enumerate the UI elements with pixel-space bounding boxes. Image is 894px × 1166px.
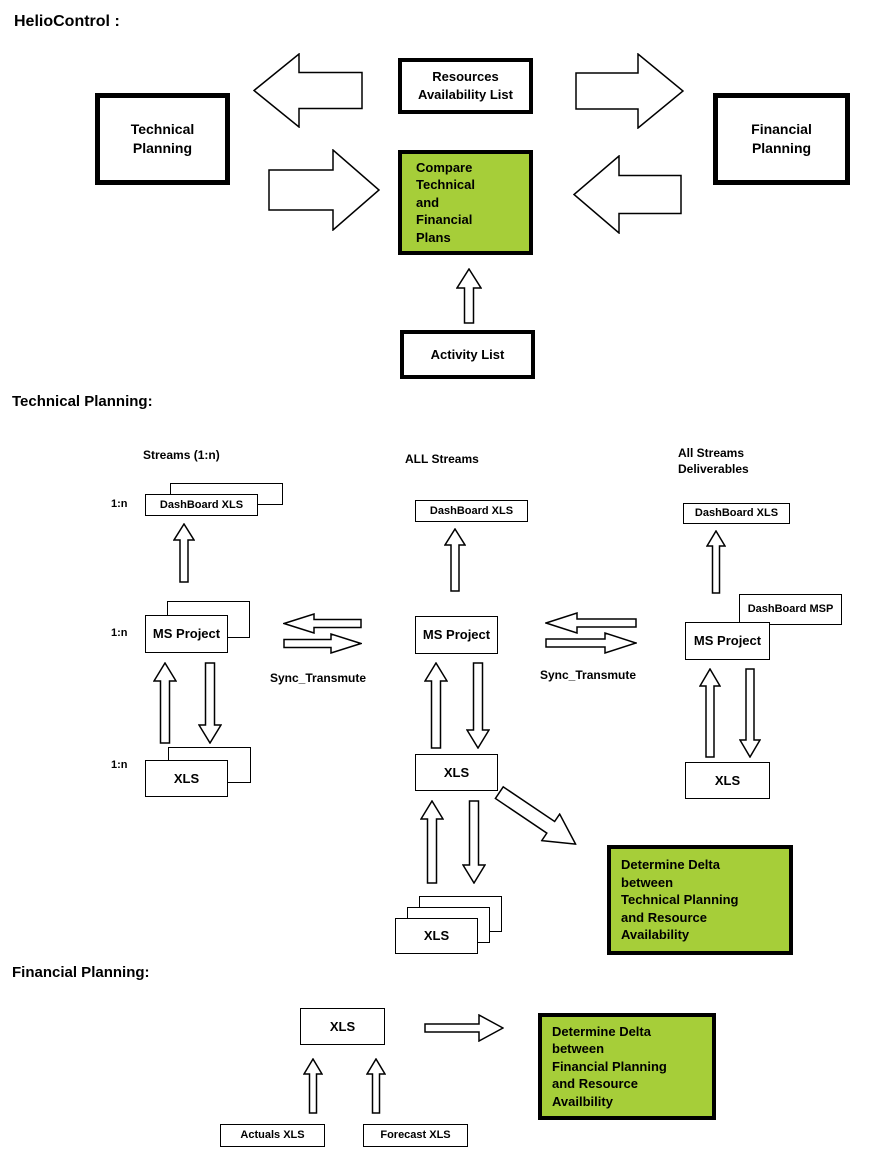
arrow-financial-to-compare	[572, 154, 682, 235]
arrow-msproject-to-dashboard-all	[443, 527, 467, 592]
sync-arrow-left-bottom	[283, 632, 364, 655]
msproject-deliverables-box: MS Project	[685, 622, 770, 660]
sync-arrow-right-top	[543, 611, 637, 635]
arrow-forecast-to-xls	[365, 1057, 387, 1114]
arrow-activity-to-compare	[455, 267, 483, 324]
arrow-msproject-to-dashboard-deliverables	[705, 529, 727, 594]
msproject-all-box: MS Project	[415, 616, 498, 654]
arrow-xls-to-msproject-deliverables	[698, 667, 722, 758]
arrow-xls-to-stack-all	[461, 800, 487, 885]
arrow-msproject-to-xls-streams	[197, 662, 223, 745]
xls-stack-box: XLS	[395, 918, 478, 954]
dashboard-xls-all-box: DashBoard XLS	[415, 500, 528, 522]
arrow-technical-to-compare	[268, 148, 381, 232]
sync-arrow-right-bottom	[545, 631, 639, 655]
all-streams-header: ALL Streams	[405, 452, 479, 466]
arrow-stack-to-xls-all	[419, 799, 445, 884]
arrow-msproject-to-xls-deliverables	[738, 668, 762, 759]
dashboard-msp-box: DashBoard MSP	[739, 594, 842, 625]
delta-technical-box: Determine Delta between Technical Planni…	[607, 845, 793, 955]
financial-section-heading: Financial Planning:	[12, 964, 150, 981]
sync-transmute-label-left: Sync_Transmute	[270, 671, 367, 685]
technical-planning-box: Technical Planning	[95, 93, 230, 185]
arrow-xls-to-delta-technical	[489, 778, 586, 859]
actuals-xls-box: Actuals XLS	[220, 1124, 325, 1147]
dashboard-xls-deliverables-box: DashBoard XLS	[683, 503, 790, 524]
activity-list-box: Activity List	[400, 330, 535, 379]
sync-transmute-label-right: Sync_Transmute	[540, 668, 637, 682]
sync-arrow-left-top	[281, 612, 362, 635]
arrow-xls-to-msproject-all	[423, 661, 449, 749]
heliocontrol-title: HelioControl :	[14, 13, 120, 30]
deliverables-header: All Streams Deliverables	[678, 446, 749, 476]
multiplicity-label-dashboard: 1:n	[111, 498, 128, 510]
arrow-xls-to-msproject-streams	[152, 661, 178, 744]
dashboard-xls-streams-box: DashBoard XLS	[145, 494, 258, 516]
forecast-xls-box: Forecast XLS	[363, 1124, 468, 1147]
arrow-msproject-to-dashboard-streams	[172, 522, 196, 583]
msproject-streams-box: MS Project	[145, 615, 228, 653]
arrow-msproject-to-xls-all	[465, 662, 491, 750]
xls-financial-box: XLS	[300, 1008, 385, 1045]
delta-financial-box: Determine Delta between Financial Planni…	[538, 1013, 716, 1120]
financial-planning-box: Financial Planning	[713, 93, 850, 185]
arrow-resources-to-financial	[575, 52, 685, 130]
arrow-xls-to-delta-financial	[424, 1013, 505, 1043]
xls-deliverables-box: XLS	[685, 762, 770, 799]
technical-section-heading: Technical Planning:	[12, 393, 153, 410]
xls-all-box: XLS	[415, 754, 498, 791]
compare-plans-box: Compare Technical and Financial Plans	[398, 150, 533, 255]
multiplicity-label-msproject: 1:n	[111, 627, 128, 639]
resources-availability-box: Resources Availability List	[398, 58, 533, 114]
arrow-actuals-to-xls	[302, 1057, 324, 1114]
arrow-resources-to-technical	[252, 52, 363, 129]
xls-streams-box: XLS	[145, 760, 228, 797]
multiplicity-label-xls: 1:n	[111, 759, 128, 771]
streams-header: Streams (1:n)	[143, 448, 220, 462]
